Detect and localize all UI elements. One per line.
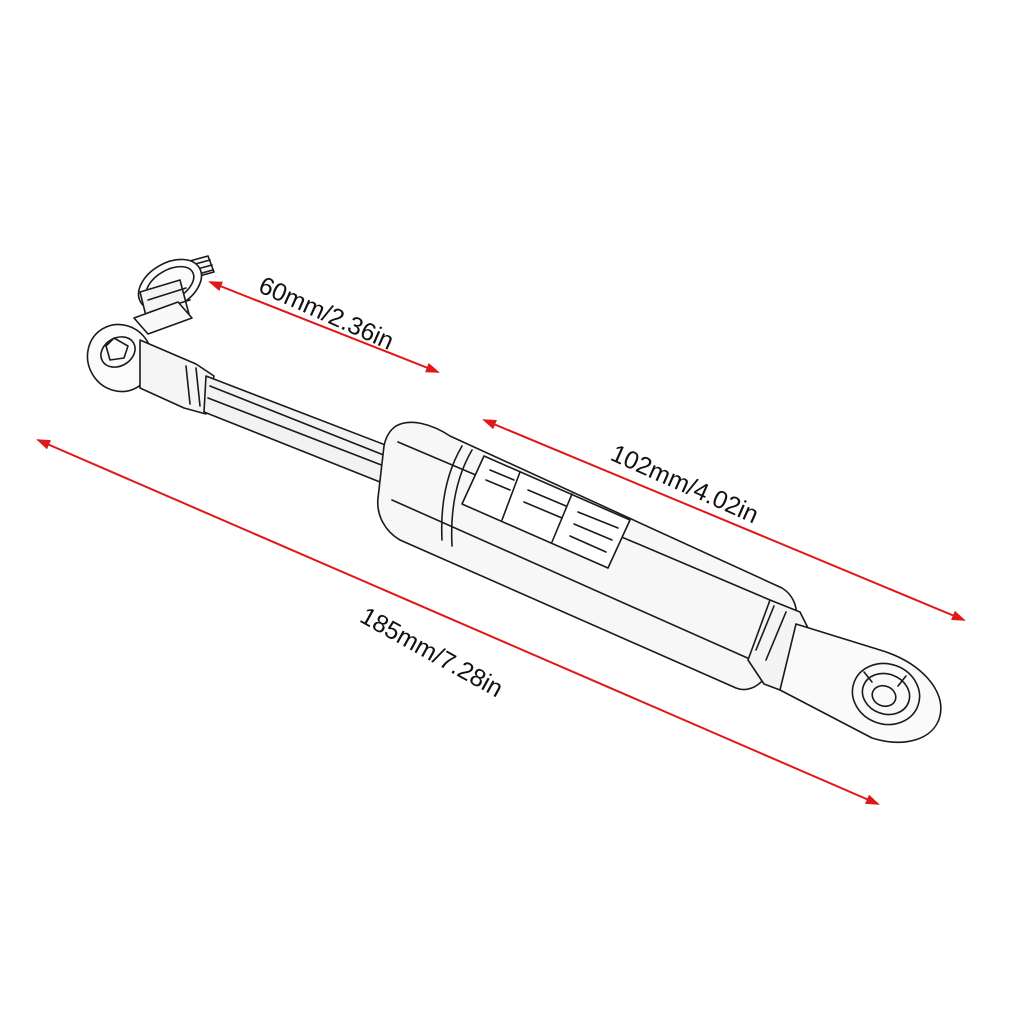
dimension-arrow-60mm [208, 281, 440, 373]
ball-socket-icon [86, 323, 215, 415]
piston-rod-icon [203, 375, 389, 483]
eye-end-fitting-icon [747, 599, 942, 743]
dimension-arrow-185mm [36, 439, 880, 805]
gas-spring-strut-icon [86, 255, 942, 743]
threaded-stud-icon [133, 255, 215, 335]
